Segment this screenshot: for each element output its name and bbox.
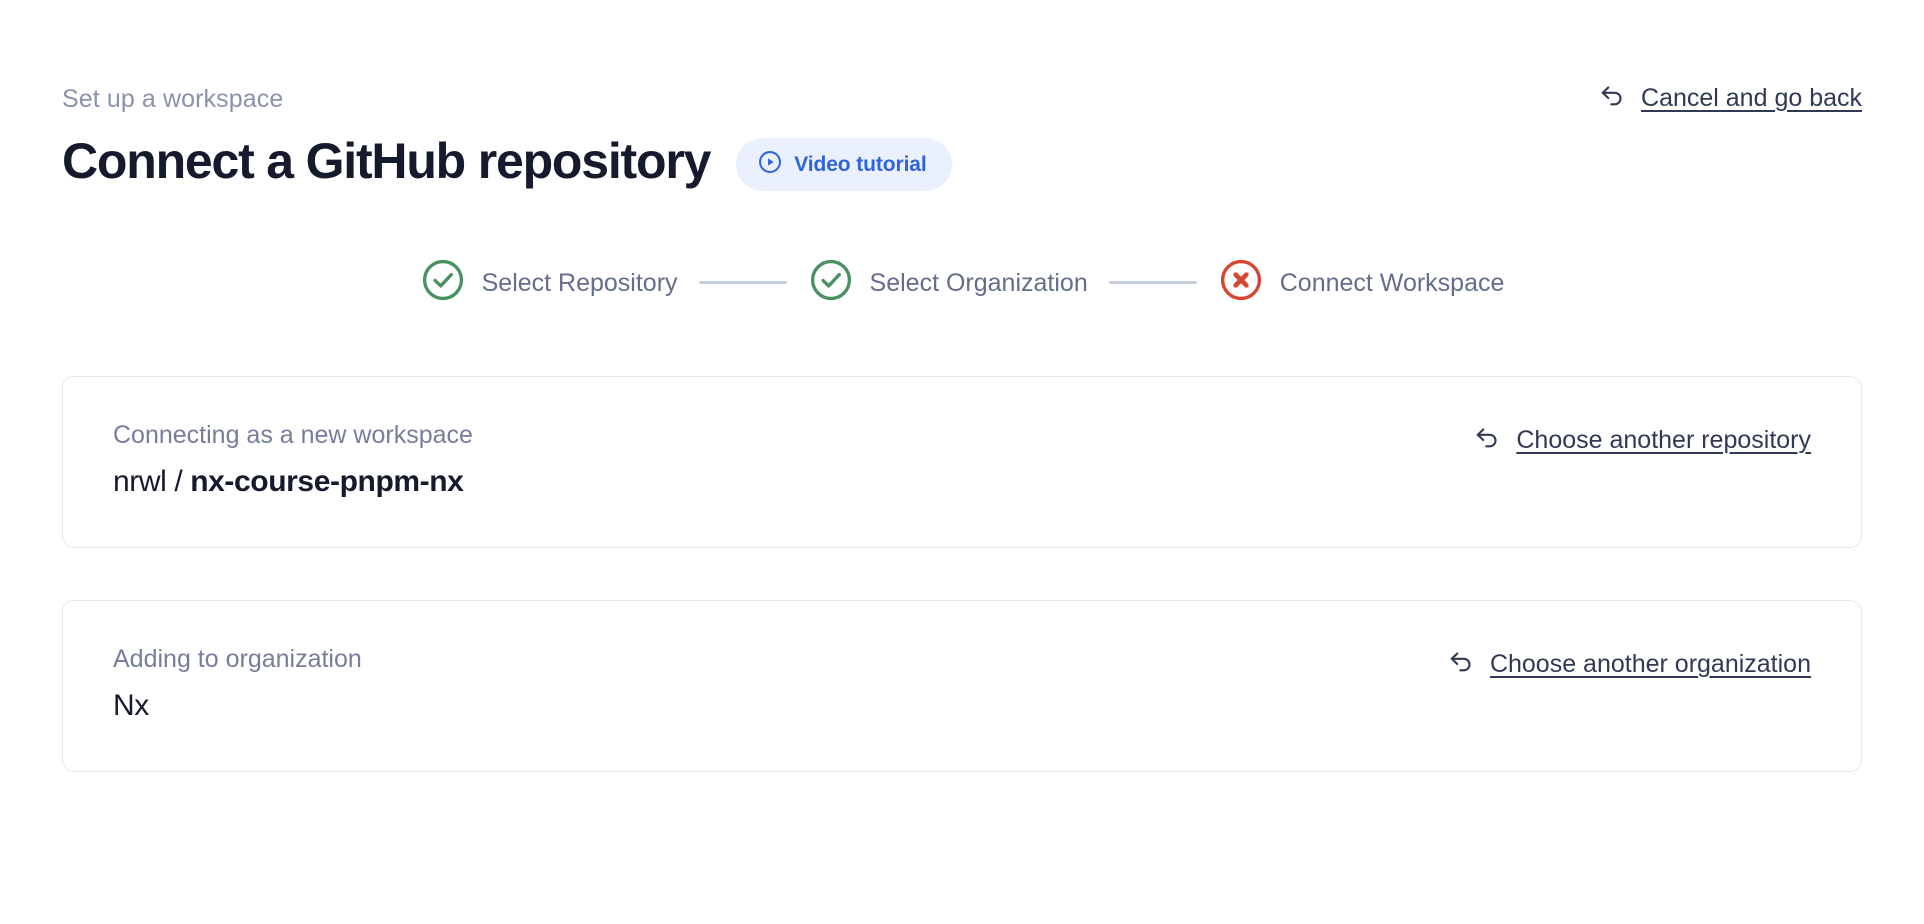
breadcrumb-eyebrow: Set up a workspace [62,85,284,113]
cancel-and-go-back-link[interactable]: Cancel and go back [1597,80,1862,115]
cancel-and-go-back-label: Cancel and go back [1641,83,1862,112]
page-title: Connect a GitHub repository [62,132,711,189]
organization-card-info: Adding to organization Nx [113,644,362,724]
step-select-repository[interactable]: Select Repository [420,257,678,308]
summary-cards: Connecting as a new workspace nrwl / nx-… [62,376,1862,772]
repository-card-caption: Connecting as a new workspace [113,421,473,449]
repository-card: Connecting as a new workspace nrwl / nx-… [62,376,1862,548]
arrow-uturn-left-icon [1446,646,1476,681]
repository-name: nx-course-pnpm-nx [190,465,464,498]
play-circle-icon [757,149,783,180]
choose-another-repository-label: Choose another repository [1516,425,1811,454]
step-connect-workspace[interactable]: Connect Workspace [1218,257,1505,308]
x-circle-icon [1218,257,1264,308]
step-select-organization[interactable]: Select Organization [808,257,1088,308]
arrow-uturn-left-icon [1597,80,1627,115]
choose-another-repository-link[interactable]: Choose another repository [1472,422,1811,457]
video-tutorial-button[interactable]: Video tutorial [736,138,952,191]
organization-card: Adding to organization Nx Choose another… [62,600,1862,772]
choose-another-organization-link[interactable]: Choose another organization [1446,646,1811,681]
repository-card-value: nrwl / nx-course-pnpm-nx [113,464,473,500]
stepper-connector-1 [698,281,787,284]
title-row: Connect a GitHub repository Video tutori… [62,130,1862,191]
organization-card-row: Adding to organization Nx Choose another… [113,644,1811,724]
organization-card-caption: Adding to organization [113,645,362,673]
stepper-connector-2 [1108,281,1197,284]
video-tutorial-label: Video tutorial [794,152,927,176]
repository-owner: nrwl [113,465,167,498]
step-label-select-repository: Select Repository [481,268,678,297]
check-circle-icon [808,257,854,308]
step-label-connect-workspace: Connect Workspace [1279,268,1505,297]
repository-card-info: Connecting as a new workspace nrwl / nx-… [113,420,473,500]
arrow-uturn-left-icon [1472,422,1502,457]
check-circle-icon [420,257,466,308]
repository-separator: / [166,465,191,498]
organization-name: Nx [113,689,149,722]
choose-another-organization-label: Choose another organization [1489,649,1811,678]
step-label-select-organization: Select Organization [869,268,1088,297]
repository-card-row: Connecting as a new workspace nrwl / nx-… [113,420,1811,500]
page-header: Set up a workspace Connect a GitHub repo… [62,0,1862,191]
progress-stepper: Select Repository Select Organization Co… [62,257,1862,308]
